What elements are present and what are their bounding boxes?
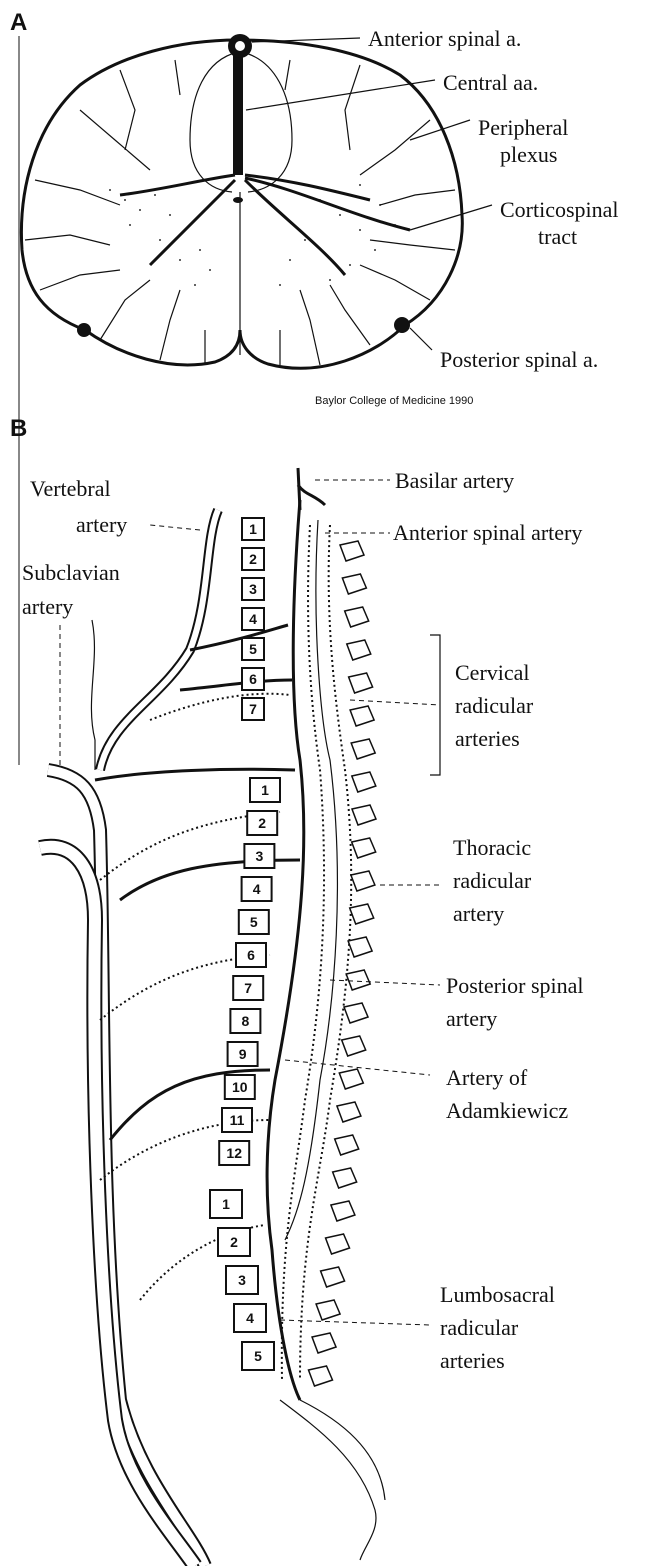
label-thoracic-line2: radicular [453,868,532,893]
credit-text: Baylor College of Medicine 1990 [315,395,473,407]
label-corticospinal-line2: tract [538,224,577,249]
label-cervical-line1: Cervical [455,660,530,685]
cervical-vertebra-number: 1 [249,521,257,537]
vertebral-artery-lumen [100,510,218,770]
posterior-element-shape [350,904,374,924]
label-central-aa: Central aa. [443,70,538,95]
thoracic-vertebra-number: 10 [232,1079,248,1095]
posterior-element-shape [312,1333,336,1353]
label-subclavian-line1: Subclavian [22,560,120,585]
posterior-element-shape [316,1300,340,1320]
label-adamkiewicz-line1: Artery of [446,1065,528,1090]
thoracic-vertebra-number: 1 [261,782,269,798]
posterior-element-shape [345,607,369,627]
label-posterior-spinal-a: Posterior spinal a. [440,347,598,372]
thoracic-vertebra-number: 7 [244,980,252,996]
posterior-element-shape [308,1366,332,1386]
thoracic-vertebra-number: 11 [230,1112,245,1128]
panel-a-letter: A [10,9,27,36]
posterior-spinal-artery-left [77,323,91,337]
posterior-element-shape [352,805,376,825]
central-canal [233,197,243,203]
cervical-vertebra-number: 6 [249,671,257,687]
thoracic-vertebra-number: 8 [242,1013,250,1029]
label-vertebral-line1: Vertebral [30,476,111,501]
posterior-element-shape [342,1036,366,1056]
aorta-stem [40,847,195,1566]
lumbar-vertebra-number: 2 [230,1234,238,1250]
cervical-vertebra-number: 5 [249,641,257,657]
posterior-element-shape [351,739,375,759]
cervical-vertebra-number: 4 [249,611,257,627]
label-peripheral-line2: plexus [500,142,557,167]
thoracic-vertebra-number: 6 [247,947,255,963]
label-thoracic-line3: artery [453,901,504,926]
lumbar-vertebra-number: 1 [222,1196,230,1212]
label-thoracic-line1: Thoracic [453,835,531,860]
lumbar-vertebra-number: 5 [254,1348,262,1364]
lumbar-vertebra-number: 4 [246,1310,254,1326]
posterior-element-shape [337,1102,361,1122]
filum-terminale [280,1400,376,1560]
anterior-spinal-lumen [235,41,245,51]
posterior-element-shape [349,673,373,693]
label-posterior-spinal-line2: artery [446,1006,497,1031]
label-posterior-spinal-line1: Posterior spinal [446,973,584,998]
label-cervical-line2: radicular [455,693,534,718]
posterior-element-shape [335,1135,359,1155]
anterior-spinal-artery [267,500,304,1400]
central-artery [233,50,243,175]
label-peripheral-line1: Peripheral [478,115,568,140]
basilar-artery [298,468,325,510]
posterior-spinal-artery-line [300,525,351,1380]
label-anterior-spinal-a: Anterior spinal a. [368,26,521,51]
subclavian-small-branch [91,620,95,770]
label-anterior-spinal-artery: Anterior spinal artery [393,520,582,545]
panel-b-leaders [60,480,440,1325]
thoracic-vertebra-number: 3 [256,848,264,864]
posterior-element-shape [321,1267,345,1287]
posterior-element-shape [344,1003,368,1023]
label-corticospinal-line1: Corticospinal [500,197,619,222]
posterior-element-shape [351,871,375,891]
posterior-element-shape [348,937,372,957]
label-basilar-artery: Basilar artery [395,468,514,493]
label-adamkiewicz-line2: Adamkiewicz [446,1098,568,1123]
posterior-element-shape [350,706,374,726]
posterior-spinal-artery-right [394,317,410,333]
panel-a: A [10,9,619,765]
thoracic-vertebra-number: 5 [250,914,258,930]
filum-terminale-edge [300,1400,385,1500]
panel-b: B [10,415,584,1566]
label-lumbosacral-line3: arteries [440,1348,505,1373]
posterior-element-shape [339,1069,363,1089]
posterior-element-shape [352,838,376,858]
cervical-vertebra-number: 7 [249,701,257,717]
lumbar-vertebra-number: 3 [238,1272,246,1288]
label-cervical-line3: arteries [455,726,520,751]
label-lumbosacral-line2: radicular [440,1315,519,1340]
posterior-element-shape [347,640,371,660]
thoracic-vertebra-number: 2 [258,815,266,831]
aorta-stem-lumen [40,847,195,1566]
label-subclavian-line2: artery [22,594,73,619]
thoracic-vertebra-number: 9 [239,1046,247,1062]
posterior-element-shape [342,574,366,594]
thoracic-vertebra-number: 12 [226,1145,242,1161]
panel-b-letter: B [10,415,27,442]
cervical-vertebra-number: 2 [249,551,257,567]
posterior-element-shape [333,1168,357,1188]
posterior-element-shape [340,541,364,561]
posterior-element-shape [326,1234,350,1254]
posterior-element-shape [352,772,376,792]
posterior-element-shape [331,1201,355,1221]
cervical-vertebra-number: 3 [249,581,257,597]
label-vertebral-line2: artery [76,512,127,537]
label-lumbosacral-line1: Lumbosacral [440,1282,555,1307]
posterior-element-shape [346,970,370,990]
thoracic-vertebra-number: 4 [253,881,261,897]
